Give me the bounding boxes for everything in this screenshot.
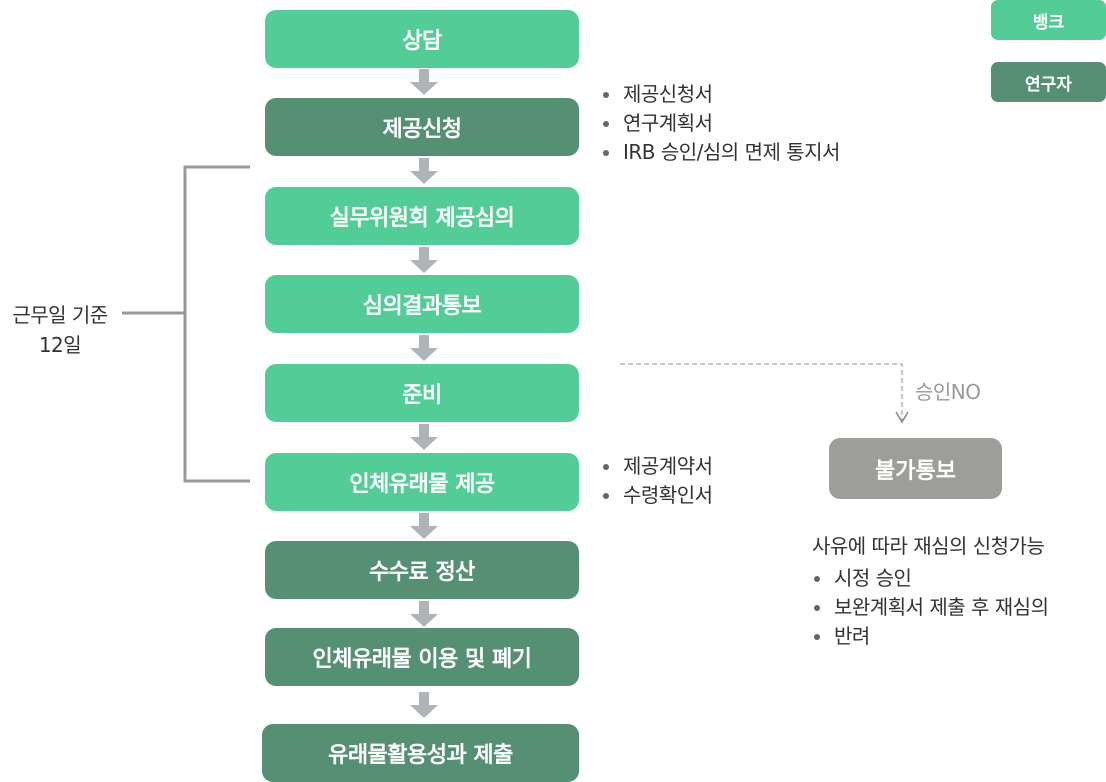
down-arrow-icon bbox=[410, 424, 438, 450]
duration-line2: 12일 bbox=[38, 333, 82, 357]
list-item: 수령확인서 bbox=[600, 481, 713, 510]
step-fee-settlement: 수수료 정산 bbox=[265, 541, 579, 599]
list-item: 제공계약서 bbox=[600, 452, 713, 481]
legend-bank: 뱅크 bbox=[991, 0, 1106, 40]
list-item: 시정 승인 bbox=[811, 564, 1048, 593]
application-docs-list: 제공신청서 연구계획서 IRB 승인/심의 면제 통지서 bbox=[600, 80, 840, 167]
down-arrow-icon bbox=[410, 158, 438, 184]
down-arrow-icon bbox=[410, 513, 438, 539]
list-item: IRB 승인/심의 면제 통지서 bbox=[600, 138, 840, 167]
down-arrow-icon bbox=[410, 601, 438, 627]
rejection-condition: 승인NO bbox=[915, 380, 981, 404]
down-arrow-icon bbox=[410, 692, 438, 718]
provision-docs-list: 제공계약서 수령확인서 bbox=[600, 452, 713, 510]
step-application: 제공신청 bbox=[265, 98, 579, 156]
list-item: 연구계획서 bbox=[600, 109, 840, 138]
duration-bracket bbox=[122, 165, 250, 483]
legend-researcher: 연구자 bbox=[991, 62, 1106, 102]
step-result-notice: 심의결과통보 bbox=[265, 275, 579, 333]
down-arrow-icon bbox=[410, 335, 438, 361]
duration-line1: 근무일 기준 bbox=[12, 303, 108, 327]
duration-label: 근무일 기준 12일 bbox=[0, 300, 120, 360]
down-arrow-icon bbox=[410, 69, 438, 95]
step-committee-review: 실무위원회 제공심의 bbox=[265, 187, 579, 245]
list-item: 반려 bbox=[811, 622, 1048, 651]
step-provision: 인체유래물 제공 bbox=[265, 453, 579, 511]
step-consultation: 상담 bbox=[265, 10, 579, 68]
step-use-and-disposal: 인체유래물 이용 및 폐기 bbox=[265, 628, 579, 686]
rejection-dashed-arrow bbox=[620, 363, 909, 424]
list-item: 제공신청서 bbox=[600, 80, 840, 109]
rejection-notice-box: 불가통보 bbox=[829, 438, 1002, 499]
step-preparation: 준비 bbox=[265, 364, 579, 422]
down-arrow-icon bbox=[410, 247, 438, 273]
list-item: 보완계획서 제출 후 재심의 bbox=[811, 593, 1049, 622]
reapply-options-list: 시정 승인 보완계획서 제출 후 재심의 반려 bbox=[811, 564, 1049, 651]
reapply-title: 사유에 따라 재심의 신청가능 bbox=[812, 534, 1045, 558]
step-outcome-submission: 유래물활용성과 제출 bbox=[262, 724, 579, 782]
